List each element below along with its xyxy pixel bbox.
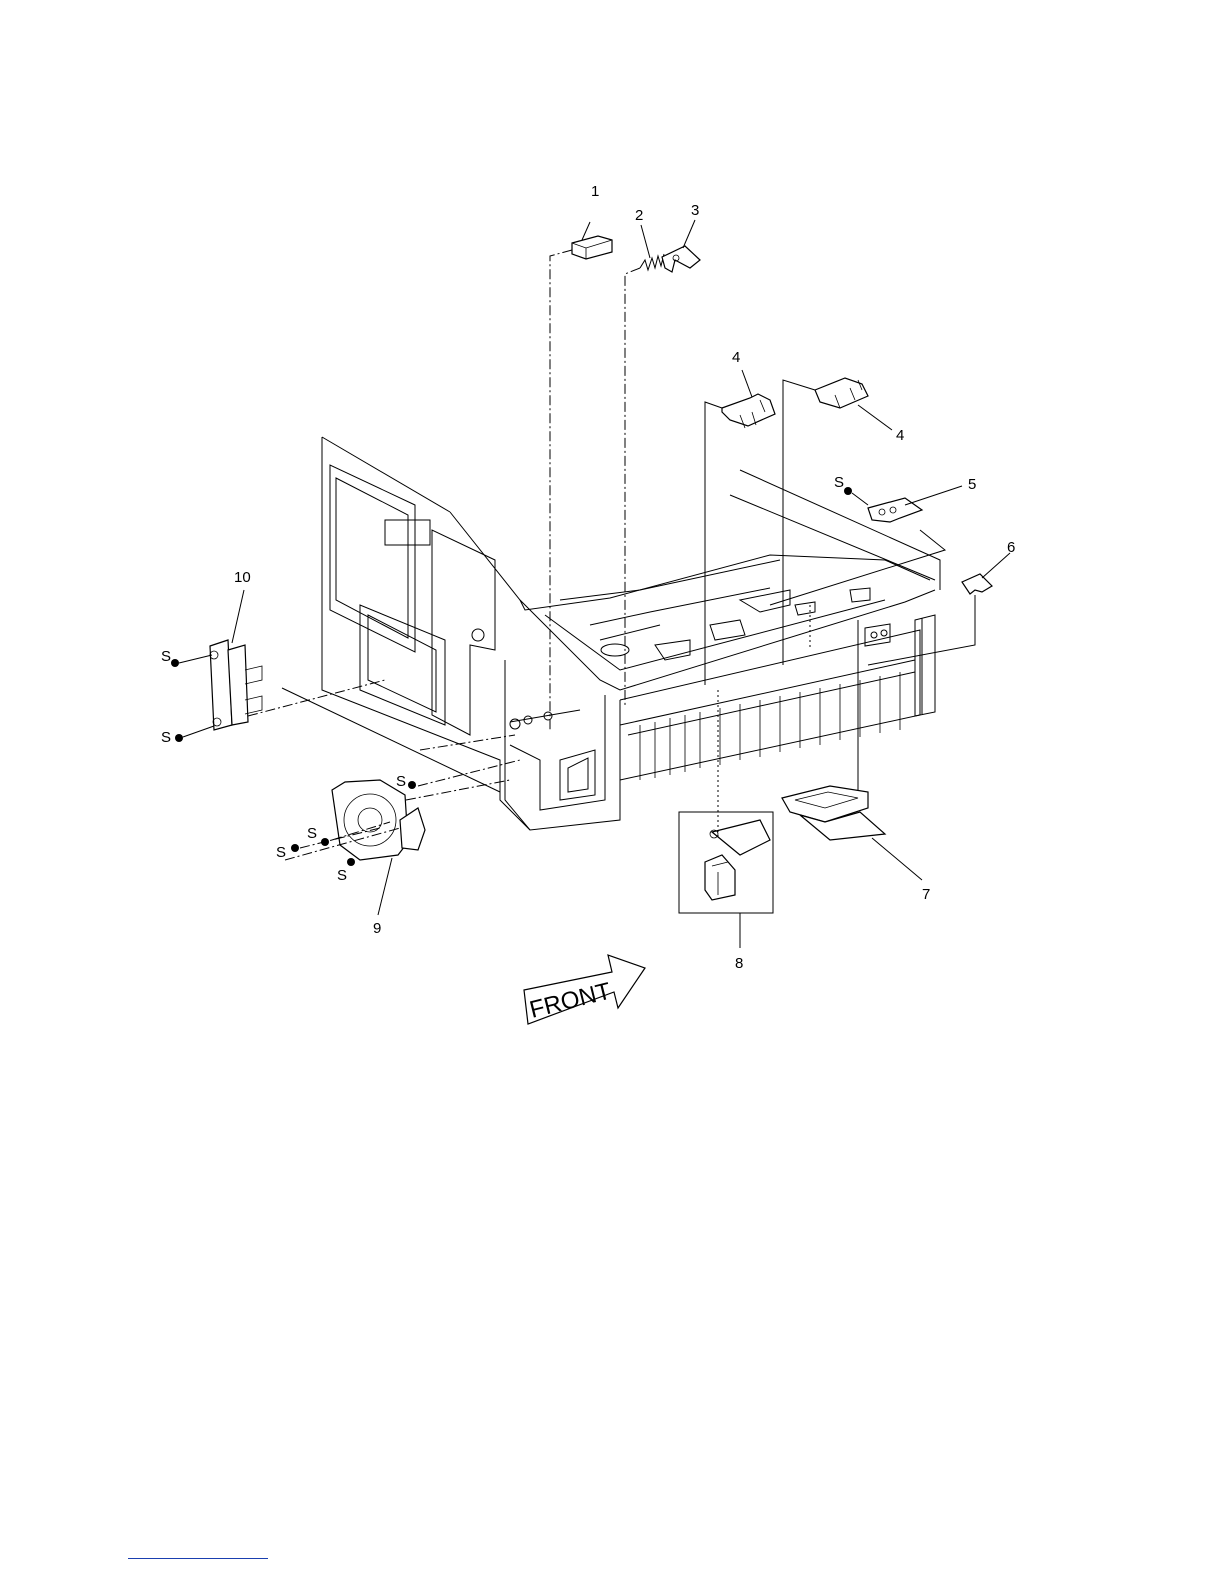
- callout-10: 10: [234, 569, 251, 586]
- screws: S S S S S S S: [161, 474, 868, 884]
- callout-4-right: 4: [896, 427, 904, 444]
- screw-dot: [291, 844, 299, 852]
- part-2-spring: [640, 225, 664, 270]
- part-3-lever: [662, 220, 700, 272]
- callout-5: 5: [968, 476, 976, 493]
- footer-rule: [128, 1558, 268, 1559]
- front-direction-arrow: FRONT: [524, 955, 645, 1024]
- screw-dot: [321, 838, 329, 846]
- screw-dot: [408, 781, 416, 789]
- callout-7: 7: [922, 886, 930, 903]
- part-5-bracket: [868, 486, 962, 522]
- screw-label: S: [161, 729, 171, 746]
- callout-9: 9: [373, 920, 381, 937]
- part-9-gear-unit: [332, 780, 425, 915]
- screw-label: S: [396, 773, 406, 790]
- screw-dot: [844, 487, 852, 495]
- callout-2: 2: [635, 207, 643, 224]
- tray-frame: [282, 437, 940, 830]
- tray-ribs: [640, 672, 900, 780]
- screw-label: S: [834, 474, 844, 491]
- callout-4-center: 4: [732, 349, 740, 366]
- screw-label: S: [276, 844, 286, 861]
- callout-8: 8: [735, 955, 743, 972]
- part-1-pad: [572, 222, 612, 259]
- part-6-clip: [962, 553, 1010, 594]
- callout-1: 1: [591, 183, 599, 200]
- screw-dot: [171, 659, 179, 667]
- part-4-guide-center: [722, 370, 775, 428]
- part-4-guide-right: [815, 378, 892, 430]
- callout-6: 6: [1007, 539, 1015, 556]
- assembly-leaders: [248, 250, 975, 860]
- part-10-connector-bracket: [210, 590, 262, 730]
- screw-label: S: [307, 825, 317, 842]
- screw-label: S: [161, 648, 171, 665]
- screw-label: S: [337, 867, 347, 884]
- part-8-inset: [679, 812, 773, 948]
- part-7-tray-bin: [782, 786, 922, 880]
- screw-dot: [347, 858, 355, 866]
- screw-dot: [175, 734, 183, 742]
- callout-3: 3: [691, 202, 699, 219]
